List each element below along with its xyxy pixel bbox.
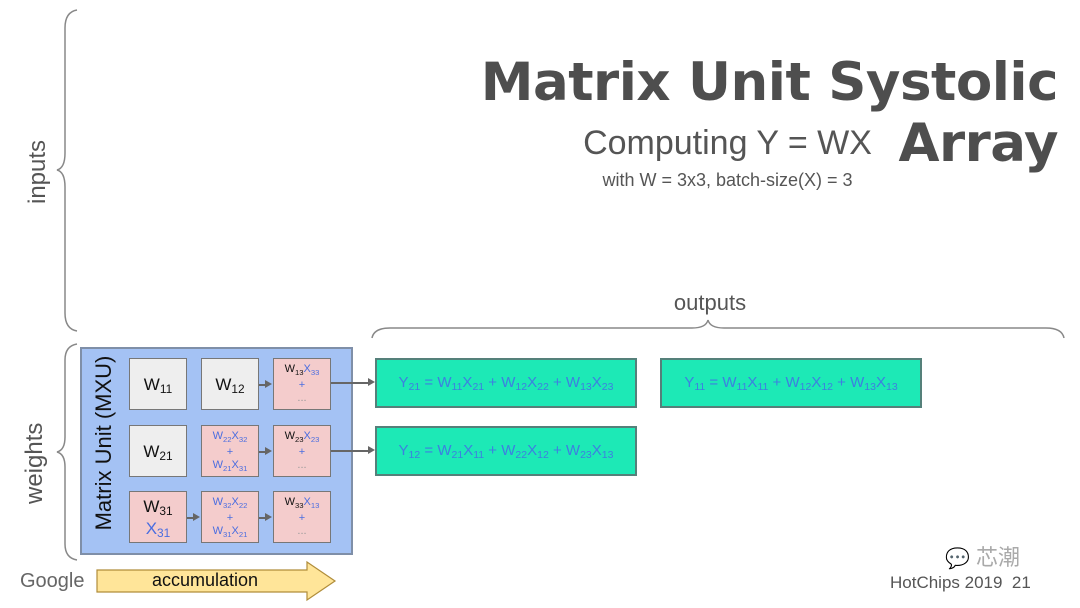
google-logo: Google bbox=[20, 570, 85, 592]
arrowhead bbox=[265, 380, 272, 388]
arrow-r1-c2c3 bbox=[259, 384, 267, 386]
arrow-out-r2 bbox=[331, 450, 369, 452]
mxu-label: Matrix Unit (MXU) bbox=[91, 355, 116, 531]
slide-title: Matrix Unit Systolic Array bbox=[480, 52, 1059, 174]
weights-label: weights bbox=[21, 422, 48, 504]
cell-r3c3: W33X13 + ... bbox=[273, 491, 331, 543]
arrowhead bbox=[265, 513, 272, 521]
outputs-brace bbox=[371, 319, 1065, 339]
output-y11: Y11 = W11X11 + W12X12 + W13X13 bbox=[660, 358, 922, 408]
page-number: 21 bbox=[1011, 573, 1031, 592]
cell-w21: W21 bbox=[129, 425, 187, 477]
arrowhead bbox=[193, 513, 200, 521]
output-y12: Y12 = W21X11 + W22X12 + W23X13 bbox=[375, 426, 637, 476]
output-y21: Y21 = W11X21 + W12X22 + W13X23 bbox=[375, 358, 637, 408]
cell-r2c2: W22X32 + W21X31 bbox=[201, 425, 259, 477]
arrowhead bbox=[368, 378, 375, 386]
cell-r1c3: W13X33 + ... bbox=[273, 358, 331, 410]
arrow-r2-c2c3 bbox=[259, 451, 267, 453]
inputs-label: inputs bbox=[24, 139, 51, 204]
weights-brace bbox=[56, 343, 78, 561]
arrowhead bbox=[265, 447, 272, 455]
slide-subtitle: Computing Y = WX bbox=[583, 124, 872, 162]
watermark: 💬 芯潮 bbox=[945, 545, 1021, 570]
cell-r2c3: W23X23 + ... bbox=[273, 425, 331, 477]
arrow-r3-c1c2 bbox=[187, 517, 195, 519]
arrow-r3-c2c3 bbox=[259, 517, 267, 519]
cell-r3c2: W32X22 + W31X21 bbox=[201, 491, 259, 543]
wechat-icon: 💬 bbox=[945, 548, 970, 570]
cell-w31-x31: W31 X31 bbox=[129, 491, 187, 543]
footer-conference: HotChips 2019 21 bbox=[890, 573, 1031, 592]
inputs-brace bbox=[56, 9, 78, 332]
outputs-label: outputs bbox=[673, 290, 747, 315]
arrowhead bbox=[368, 446, 375, 454]
accumulation-label: accumulation bbox=[151, 570, 259, 590]
slide-subsubtitle: with W = 3x3, batch-size(X) = 3 bbox=[602, 170, 853, 190]
arrow-out-r1 bbox=[331, 382, 369, 384]
accumulation-arrow bbox=[96, 560, 337, 602]
cell-w11: W11 bbox=[129, 358, 187, 410]
cell-w12: W12 bbox=[201, 358, 259, 410]
